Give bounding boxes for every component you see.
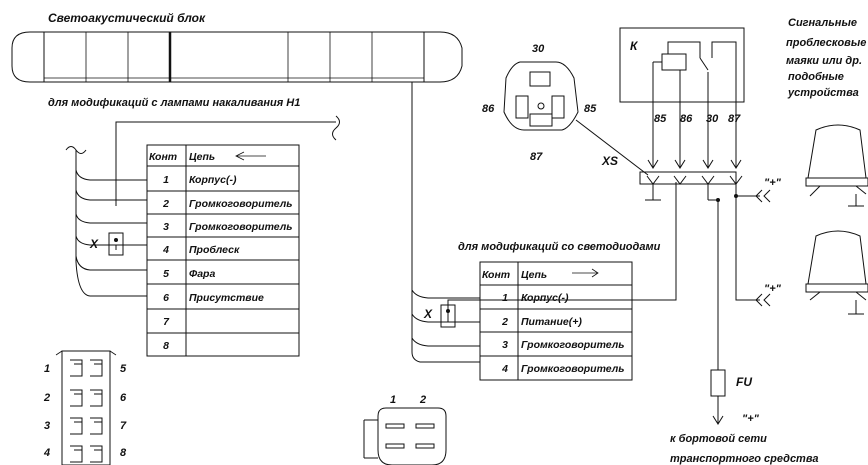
x-mark-led: X [423,307,433,321]
connector8-pin-label: 3 [44,420,50,432]
table1-row-num: 4 [162,244,169,256]
table2-row-circuit: Громкоговоритель [521,363,625,375]
connector-8pin: 1 2 3 4 5 6 7 8 [43,350,127,465]
table1-row-num: 5 [163,268,169,280]
wire-bundle-led: X [411,182,677,347]
table1-row-circuit: Присутствие [189,292,264,304]
table2-row-num: 3 [502,339,508,351]
fuse-label: FU [736,375,752,389]
plus-label-power: "+" [742,413,760,425]
table1-row-num: 2 [162,198,169,210]
xs-connector: XS [601,154,743,185]
signal-note: Сигнальные проблесковые маяки или др. по… [786,17,866,99]
relay-k: К [619,27,745,103]
power-note-line2: транспортного средства [670,453,818,465]
table1-header-circuit: Цепь [189,151,215,163]
fuse: FU [710,369,752,425]
connector8-pin-label: 8 [120,447,127,459]
socket-pin-85: 85 [584,103,597,115]
table1-row-circuit: Громкоговоритель [189,221,293,233]
connector8-pin-label: 1 [44,363,50,375]
connector-4pin: 1 2 [363,394,447,465]
socket-pin-86: 86 [482,103,495,115]
wire-bundle-h1: X [65,115,340,297]
relay-socket: 30 86 85 87 [482,43,649,176]
table1-row-num: 7 [163,316,170,328]
table2-row-circuit: Корпус(-) [521,292,569,304]
plus-label-bottom: "+" [764,283,782,295]
diagram-title: Светоакустический блок [48,11,206,25]
table2-row-num: 4 [501,363,508,375]
relay-pin-label: 86 [680,113,693,125]
note-led: для модификаций со светодиодами [458,241,661,253]
table2-row-circuit: Громкоговоритель [521,339,625,351]
signal-note-line: подобные [788,71,844,83]
signal-note-line: маяки или др. [786,55,862,67]
table1-header-contact: Конт [149,151,177,163]
connector4-pin-label: 2 [419,394,426,406]
x-mark-h1: X [89,237,99,251]
connector8-pin-label: 4 [43,447,50,459]
relay-label: К [630,39,639,53]
table2-row-circuit: Питание(+) [521,316,582,328]
plus-label-top: "+" [764,177,782,189]
relay-pin-label: 87 [728,113,741,125]
connector8-pin-label: 5 [120,363,127,375]
table2-row-num: 2 [501,316,508,328]
connector8-pin-label: 6 [120,392,127,404]
signal-note-line: устройства [787,87,859,99]
table1-row-num: 1 [163,174,169,186]
signal-light-top [805,124,868,207]
xs-wiring [645,184,771,370]
xs-label: XS [601,154,618,168]
table2-row-num: 1 [502,292,508,304]
relay-pin-label: 85 [654,113,667,125]
note-h1: для модификаций с лампами накаливания H1 [48,97,300,109]
connector4-pin-label: 1 [390,394,396,406]
table1-row-circuit: Проблеск [189,244,240,256]
table1-row-circuit: Корпус(-) [189,174,237,186]
signal-light-bottom [805,230,868,315]
connector8-pin-label: 7 [120,420,127,432]
signal-note-line: Сигнальные [788,17,857,29]
signal-note-line: проблесковые [786,37,866,49]
power-note-line1: к бортовой сети [670,433,767,445]
relay-pin-label: 30 [706,113,719,125]
socket-pin-87: 87 [530,151,543,163]
table2-header-contact: Конт [482,269,510,281]
table1-row-num: 6 [163,292,169,304]
socket-pin-30: 30 [532,43,545,55]
table1-row-circuit: Фара [189,268,215,280]
table1-row-num: 8 [163,340,169,352]
contact-table-h1: Конт Цепь 1 Корпус(-) 2 Громкоговоритель… [146,144,300,357]
connector8-pin-label: 2 [43,392,50,404]
relay-leads: 85 86 30 87 [647,102,742,169]
table1-row-circuit: Громкоговоритель [189,198,293,210]
table2-header-circuit: Цепь [521,269,547,281]
table1-row-num: 3 [163,221,169,233]
main-cable [411,82,480,363]
contact-table-led: Конт Цепь 1 Корпус(-) 2 Питание(+) 3 Гро… [479,261,633,381]
light-bar [11,31,463,83]
